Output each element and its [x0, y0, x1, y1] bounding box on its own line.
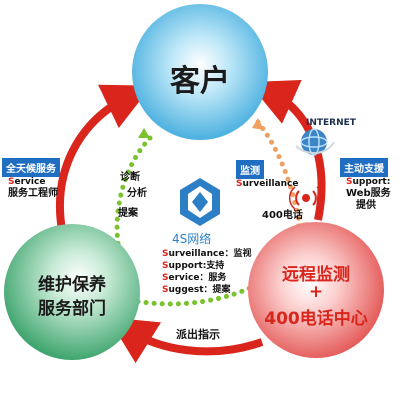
- logo-item-3-rest: ervice：服务: [168, 273, 227, 283]
- logo-item-1: Surveillance：监视: [162, 248, 251, 260]
- right-web-line: Web服务: [346, 188, 391, 199]
- right-support-rest: upport:: [352, 177, 391, 187]
- left-tag: 全天候服务: [2, 158, 60, 177]
- middle-tag: 监测: [236, 160, 264, 179]
- right-support-line: Support:: [346, 176, 390, 188]
- left-service-rest: ervice: [14, 177, 46, 187]
- arrow-bottom-left: [107, 317, 264, 364]
- logo-item-4: Suggest：提案: [162, 284, 231, 296]
- maintenance-circle: [4, 224, 140, 360]
- middle-surveillance-rest: urveillance: [242, 179, 299, 189]
- green-arrow-head: [138, 128, 150, 138]
- right-tag: 主动支援: [340, 158, 388, 177]
- maintenance-label-line1: 维护保养: [38, 275, 106, 295]
- internet-label: INTERNET: [306, 118, 356, 128]
- maintenance-label-line2: 服务部门: [38, 299, 106, 319]
- remote-label-line2: +: [308, 282, 324, 302]
- phone-signal-icon: [288, 186, 324, 210]
- orange-arrow-head-top: [252, 118, 264, 130]
- dispatch-label: 派出指示: [176, 328, 220, 341]
- right-provide-line: 提供: [356, 200, 376, 211]
- middle-surveillance-cap: S: [236, 179, 243, 189]
- remote-label-line3: 400电话中心: [264, 309, 368, 329]
- orange-dotted-path: [255, 119, 303, 228]
- right-support-cap: S: [346, 177, 353, 187]
- diagnosis-line2: 分析: [127, 188, 147, 199]
- logo-item-2: Support:支持: [162, 260, 224, 272]
- logo-item-2-rest: upport:支持: [168, 261, 225, 271]
- diagnosis-line1: 诊断: [120, 172, 140, 183]
- left-service-line: Service: [8, 176, 45, 188]
- diagnosis-line3: 提案: [118, 208, 138, 219]
- arrow-left-up: [55, 84, 152, 231]
- phone-label: 400电话: [262, 210, 303, 221]
- logo-item-3-cap: S: [162, 273, 169, 283]
- middle-surveillance-line: Surveillance: [236, 178, 298, 190]
- customer-label: 客户: [170, 64, 230, 99]
- logo-item-4-rest: uggest：提案: [168, 285, 231, 295]
- logo-item-2-cap: S: [162, 261, 169, 271]
- remote-label-line1: 远程监测: [282, 265, 350, 285]
- remote-circle: [248, 222, 384, 358]
- logo-item-1-rest: urveillance：监视: [168, 249, 252, 259]
- logo-item-3: Service：服务: [162, 272, 226, 284]
- logo-icon: [180, 178, 220, 226]
- logo-name: 4S网络: [172, 232, 212, 246]
- left-service-cap: S: [8, 177, 15, 187]
- globe-icon: [295, 128, 335, 156]
- customer-circle: [132, 4, 268, 140]
- logo-item-4-cap: S: [162, 285, 169, 295]
- left-engineer-line: 服务工程师: [8, 188, 58, 199]
- logo-item-1-cap: S: [162, 249, 169, 259]
